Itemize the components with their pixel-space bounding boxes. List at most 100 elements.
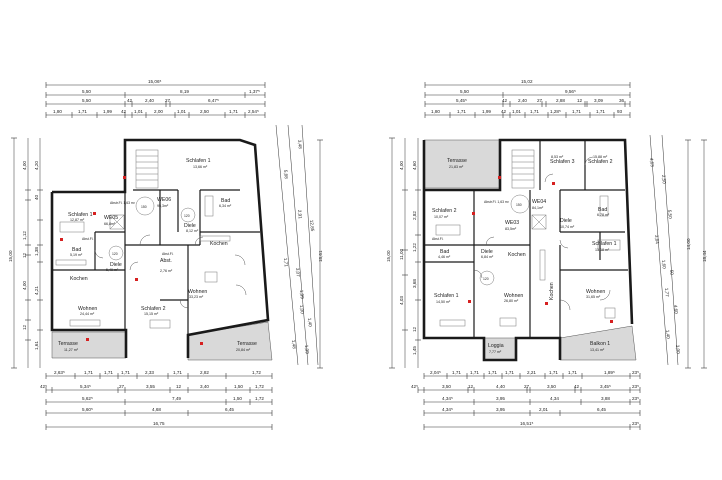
right-red-marker [498,176,501,179]
left-right-dim: 1,48 [291,340,297,350]
room-area: 21,83 m² [449,165,464,169]
room-area: 15,88 m² [593,155,608,159]
right-top-dim: 2,40 [518,98,527,103]
right-top-dim: 42 [501,109,507,114]
right-bottom-dim: 4,40 [496,384,505,389]
right-right-dim: 5,50 [667,210,673,220]
left-kitchen-counter-2 [55,259,87,266]
unit-area: 84,1m² [532,206,544,210]
left-right-dim: 5,88 [283,170,289,180]
unit-area: 95,3m² [157,204,169,208]
left-top-dim: 1,37⁵ [249,89,260,94]
right-bottom-dim: 2,04⁵ [430,370,441,375]
left-red-marker [86,338,89,341]
right-right-dim: 4,60 [673,305,679,315]
room-name: Diele [110,262,122,268]
right-dining [499,317,517,327]
right-red-marker [552,182,555,185]
left-right-dimensions: 18,61 3,48 5,88 2,91 12,85 1,71 3,07 1,9… [275,124,323,369]
left-elevator [109,214,125,230]
left-right-dim-total: 18,61 [318,250,323,262]
room-area: 8,12 m² [186,229,199,233]
right-top-dim: 5,50 [460,89,469,94]
right-top-dim: 42 [502,98,508,103]
right-top-dim-total: 15,02 [521,79,533,84]
right-bottom-dim: 2,01 [539,407,548,412]
right-bed-2 [435,224,461,236]
right-right-dim: 3,84 [654,235,660,245]
room-area: 24,44 m² [80,312,95,316]
right-bottom-dim: 3,95 [496,407,505,412]
right-right-dim: 14,00 [686,238,691,250]
left-right-dim: 2,91 [297,210,303,220]
room-area: 10,74 m² [560,225,575,229]
left-top-dim: 42 [127,98,133,103]
room-area: 13,66 m² [193,165,208,169]
left-bottom-dim: 2,63⁵ [54,370,65,375]
left-left-dim: 12 [22,252,27,258]
room-area: 26,80 m² [504,299,519,303]
left-doors [94,234,247,309]
room-area: 6,84 m² [481,255,494,259]
right-doors [473,156,611,311]
left-left-dimensions: 15,00 4,00 4,20 40 1,12 1,38 12 4,00 4,2… [8,137,43,369]
room-area: 11,27 m² [64,348,79,352]
left-right-dim: 12,85 [309,220,315,232]
right-right-dim: 50 [669,270,675,276]
room-name: Kochen [210,241,228,247]
right-elevator [531,214,547,230]
room-name: Kochen [70,276,88,282]
left-red-marker [60,238,63,241]
room-name: Schlafen 1 [186,158,211,164]
right-circle-label: 120 [483,277,489,281]
right-right-dimensions: 18,44 14,00 4,63 2,50 5,50 3,84 1,60 50 … [649,134,707,369]
abstell-label: Abstr.Fl. 1,63 m² [484,200,510,204]
left-right-dim: 1,40 [307,318,313,328]
left-right-dim: 3,48 [297,140,303,150]
left-top-dim: 27 [165,98,171,103]
left-top-dimensions: 15,06⁵ 5,50 8,19 1,37⁵ 5,50 42 2,40 27 6… [45,79,266,118]
right-left-dim: 12 [412,326,417,332]
left-top-dim: 1,71 [229,109,238,114]
room-name: Bad [221,198,230,204]
left-top-dim: 2,00 [154,109,163,114]
right-top-dim: 1,71 [596,109,605,114]
room-name: Diele [184,223,196,229]
room-name: Loggia [488,343,504,349]
room-area: 33,23 m² [189,295,204,299]
room-name: Schlafen 1 [434,293,459,299]
right-kitchen-counter [539,249,546,281]
right-left-dim-total: 15,00 [386,250,391,262]
left-top-dim: 5,50 [82,98,91,103]
left-room-labels: Schlafen 1 13,66 m² Schlafen 1 12,87 m² … [58,158,257,352]
right-bottom-dim: 1,89⁵ [604,370,615,375]
left-exterior-wall [50,138,270,358]
right-bottom-dim: 23⁵ [632,396,639,401]
right-bottom-dim: 4,34⁵ [442,396,453,401]
right-top-dim: 1,71 [572,109,581,114]
room-area: 7,77 m² [489,350,502,354]
left-bottom-dim: 2,33 [145,370,154,375]
right-bottom-dim: 3,95 [496,396,505,401]
right-bottom-dim: 6,45 [597,407,606,412]
right-right-dim-total: 18,44 [702,250,707,262]
right-bottom-dim: 12 [468,384,474,389]
left-bottom-dim: 1,71 [104,370,113,375]
right-top-dim: 1,01 [512,109,521,114]
left-bottom-dim: 12 [176,384,182,389]
room-area: 5,19 m² [70,253,83,257]
right-bottom-dim: 23⁵ [632,370,639,375]
right-top-dim: 9,56⁵ [565,89,576,94]
left-top-dim: 8,19 [180,89,189,94]
right-bath [599,195,609,217]
left-left-dim: 40 [34,194,39,200]
left-kitchen-counter [199,235,231,242]
room-name: Diele [481,249,493,255]
right-bottom-dim: 3,88 [601,396,610,401]
left-top-dim: 2,50 [200,109,209,114]
room-area: 2,76 m² [160,269,173,273]
left-left-dim: 4,21 [34,286,39,295]
unit-name: WE05 [104,215,118,221]
right-stair [511,149,535,189]
